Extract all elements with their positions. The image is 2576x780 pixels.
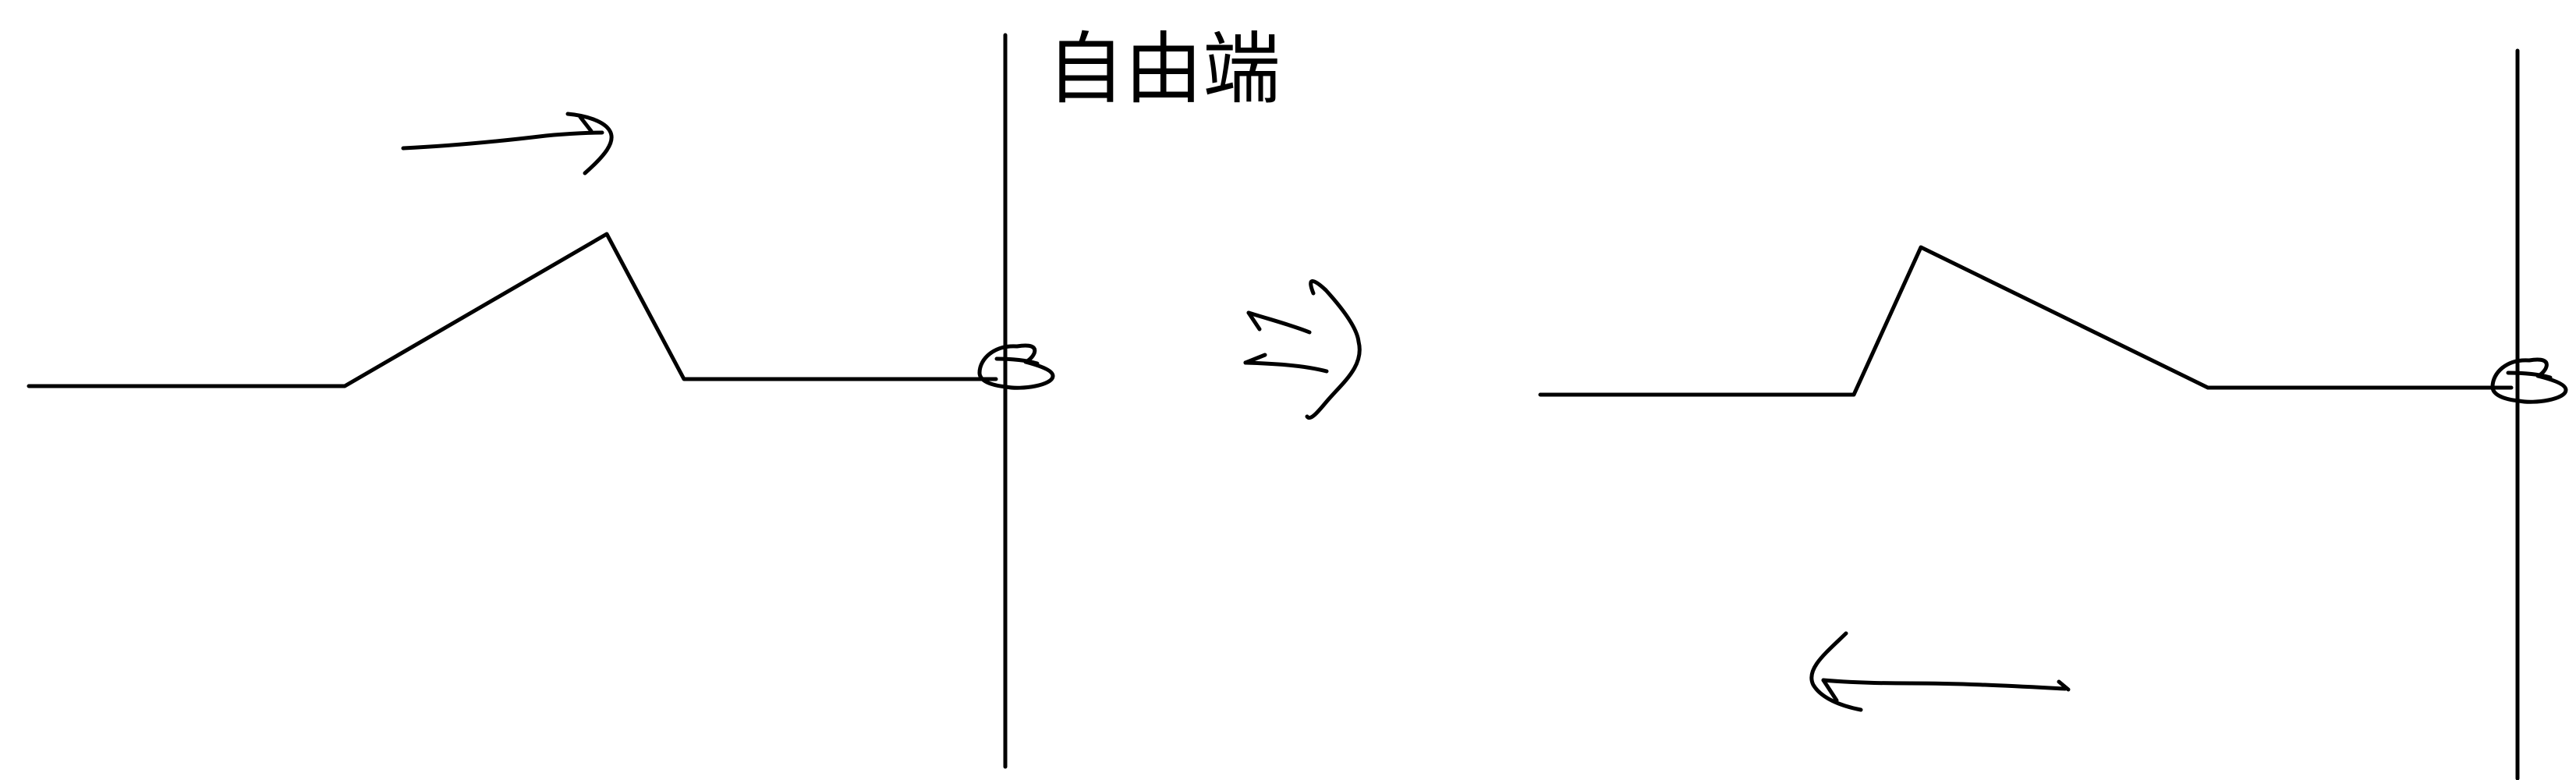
incident-panel: 自由端 bbox=[27, 23, 1281, 769]
reflected-arrow-head bbox=[1809, 631, 1863, 712]
incident-arrow-shaft bbox=[401, 130, 604, 151]
ring-upper-loop bbox=[2490, 357, 2568, 404]
incident-direction-arrow bbox=[401, 112, 614, 176]
reflected-arrow-shaft bbox=[1821, 678, 2068, 691]
incident-arrow-head bbox=[565, 112, 614, 176]
reflected-free-end-ring bbox=[2490, 357, 2568, 404]
transition-lower-tick bbox=[1243, 353, 1267, 365]
ring-inner-line bbox=[2506, 370, 2553, 380]
ring-inner-line bbox=[994, 356, 1040, 366]
transition-curve bbox=[1305, 279, 1362, 420]
incident-free-end-ring bbox=[977, 343, 1055, 390]
reflected-panel bbox=[1538, 48, 2568, 780]
incident-rope-pulse bbox=[27, 232, 998, 388]
reflected-arrow-tail-tick bbox=[2057, 679, 2071, 692]
reflected-rope-pulse bbox=[1538, 245, 2514, 397]
reflected-direction-arrow bbox=[1809, 631, 2071, 712]
reflected-arrow-head-tick bbox=[1821, 678, 1839, 703]
free-end-label: 自由端 bbox=[1047, 23, 1281, 115]
ring-upper-loop bbox=[977, 343, 1055, 390]
transition-arrow bbox=[1243, 279, 1362, 420]
incident-arrow-head-tick bbox=[578, 115, 594, 133]
transition-lower-stroke bbox=[1243, 360, 1329, 374]
transition-upper-stroke bbox=[1246, 310, 1312, 335]
transition-upper-tick bbox=[1246, 310, 1262, 332]
